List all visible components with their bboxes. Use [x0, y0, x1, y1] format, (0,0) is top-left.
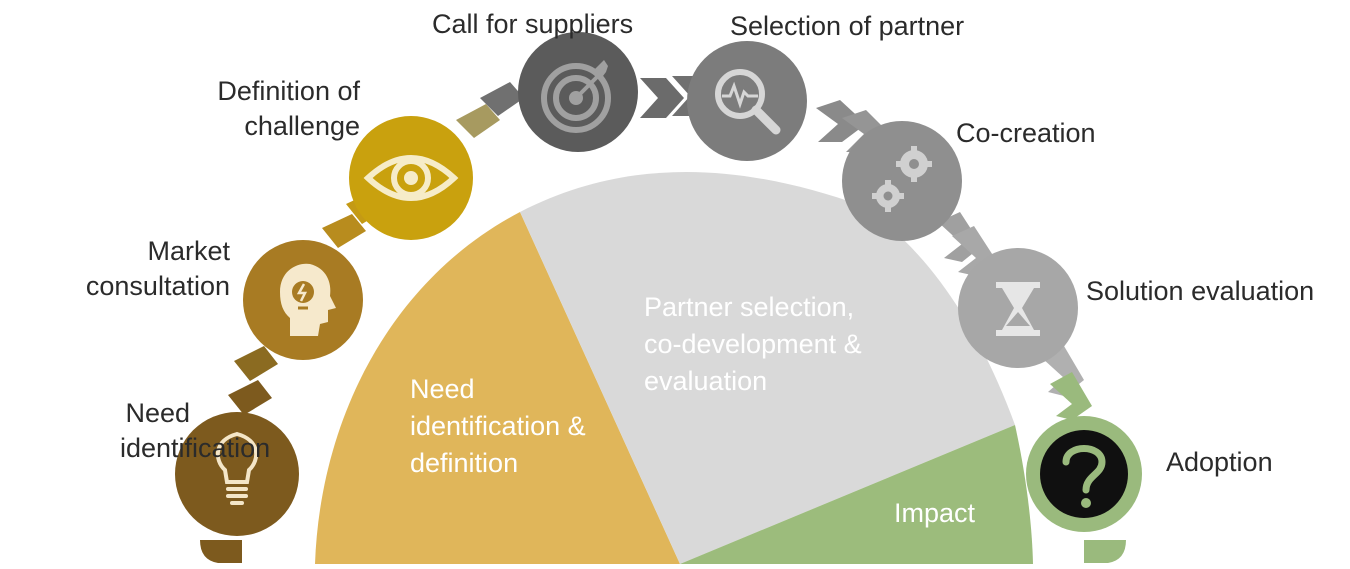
chevron-2	[234, 346, 278, 381]
step-label-co-creation: Co-creation	[956, 118, 1096, 148]
step-label-definition-of-challenge: Definition of challenge	[217, 76, 360, 141]
step-label-call-for-suppliers: Call for suppliers	[432, 9, 634, 39]
segment-label-impact: Impact	[894, 498, 976, 528]
step-call-for-suppliers	[518, 32, 638, 152]
step-label-need-identification: Need identification	[120, 398, 270, 463]
chevron-1	[228, 380, 272, 415]
step-market-consultation	[243, 240, 363, 360]
segment-label-need-identification: Need identification & definition	[410, 374, 586, 478]
segment-impact	[680, 425, 1033, 564]
target-icon	[541, 60, 611, 133]
eye-icon	[363, 155, 459, 201]
step-label-selection-of-partner: Selection of partner	[730, 11, 965, 41]
chevron-14	[1050, 372, 1092, 420]
step-definition-of-challenge	[349, 116, 473, 240]
chevron-6	[480, 82, 524, 116]
left-base-cap	[200, 540, 242, 563]
step-selection-of-partner	[687, 41, 807, 161]
step-need-identification	[175, 412, 299, 536]
gears-icon	[872, 146, 932, 212]
magnifier-icon	[715, 69, 781, 135]
chevron-3	[322, 214, 366, 248]
segment-label-partner-selection: Partner selection, co-development & eval…	[644, 292, 862, 396]
chevron-5	[456, 104, 500, 138]
right-base-cap	[1084, 540, 1126, 563]
segment-need-identification	[315, 212, 680, 564]
chevron-9	[816, 100, 866, 142]
step-label-market-consultation: Market consultation	[85, 236, 230, 301]
question-icon	[1062, 445, 1106, 508]
head-idea-icon	[280, 263, 336, 336]
segment-partner-selection	[520, 171, 1015, 564]
hourglass-icon	[996, 282, 1040, 336]
step-co-creation	[842, 121, 962, 241]
chevron-7	[640, 78, 684, 118]
step-label-solution-evaluation: Solution evaluation	[1086, 276, 1315, 306]
step-solution-evaluation	[958, 248, 1078, 368]
lightbulb-icon	[215, 431, 259, 505]
step-label-adoption: Adoption	[1166, 447, 1273, 477]
step-adoption	[1026, 416, 1142, 532]
